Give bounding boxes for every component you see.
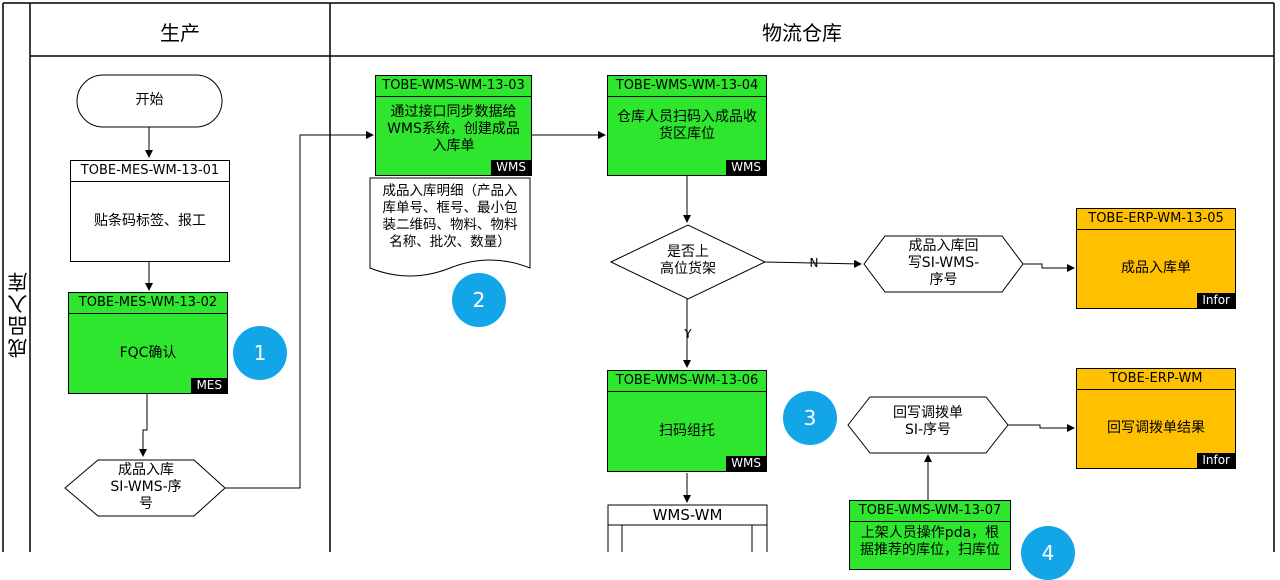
start-label: 开始 bbox=[135, 92, 164, 108]
process-code: TOBE-MES-WM-13-01 bbox=[71, 161, 229, 182]
process-text: 扫码组托 bbox=[659, 422, 715, 439]
step-marker-2: 2 bbox=[452, 273, 506, 327]
row-label: 成品入库 bbox=[7, 270, 31, 358]
si-transfer-label: 回写调拨单 SI-序号 bbox=[893, 405, 963, 438]
system-tag: WMS bbox=[726, 160, 766, 175]
decision-yes-label: Y bbox=[684, 327, 692, 341]
process-text: 通过接口同步数据给 WMS系统，创建成品 入库单 bbox=[387, 104, 520, 154]
process-code: TOBE-WMS-WM-13-06 bbox=[608, 371, 766, 392]
process-mes-01: TOBE-MES-WM-13-01 贴条码标签、报工 bbox=[70, 160, 230, 262]
process-code: TOBE-WMS-WM-13-04 bbox=[608, 76, 766, 97]
process-text: 上架人员操作pda，根 据推荐的库位，扫库位 bbox=[860, 525, 1000, 558]
process-wms-04: TOBE-WMS-WM-13-04 仓库人员扫码入成品收 货区库位 WMS bbox=[607, 75, 767, 176]
decision-label: 是否上 高位货架 bbox=[660, 244, 716, 277]
process-erp-wm: TOBE-ERP-WM 回写调拨单结果 Infor bbox=[1076, 368, 1236, 469]
process-code: TOBE-MES-WM-13-02 bbox=[69, 293, 227, 314]
step-marker-3: 3 bbox=[783, 391, 837, 445]
process-text: 贴条码标签、报工 bbox=[94, 212, 206, 229]
system-tag: Infor bbox=[1197, 293, 1235, 308]
process-text: 回写调拨单结果 bbox=[1107, 420, 1205, 436]
system-tag: WMS bbox=[491, 160, 531, 175]
wms-wm-label: WMS-WM bbox=[652, 506, 723, 524]
process-mes-02: TOBE-MES-WM-13-02 FQC确认 MES bbox=[68, 292, 228, 394]
process-code: TOBE-WMS-WM-13-07 bbox=[850, 501, 1010, 522]
system-tag: MES bbox=[191, 378, 227, 393]
process-code: TOBE-WMS-WM-13-03 bbox=[376, 76, 531, 97]
system-tag: Infor bbox=[1197, 453, 1235, 468]
diagram-canvas bbox=[2, 2, 1275, 552]
swimlane-frame bbox=[2, 2, 1275, 552]
lane-production: 生产 bbox=[160, 21, 200, 45]
system-tag: WMS bbox=[726, 456, 766, 471]
step-marker-4: 4 bbox=[1021, 526, 1075, 580]
process-code: TOBE-ERP-WM-13-05 bbox=[1077, 209, 1235, 230]
process-code: TOBE-ERP-WM bbox=[1077, 369, 1235, 390]
document-shape bbox=[369, 177, 531, 277]
process-text: FQC确认 bbox=[119, 344, 177, 361]
connectors bbox=[139, 127, 1075, 503]
step-marker-1: 1 bbox=[233, 326, 287, 380]
process-text: 成品入库单 bbox=[1121, 260, 1191, 276]
process-wms-07: TOBE-WMS-WM-13-07 上架人员操作pda，根 据推荐的库位，扫库位 bbox=[849, 500, 1011, 570]
process-wms-03: TOBE-WMS-WM-13-03 通过接口同步数据给 WMS系统，创建成品 入… bbox=[375, 75, 532, 176]
lane-logistics: 物流仓库 bbox=[762, 21, 842, 45]
decision-no-label: N bbox=[809, 256, 819, 270]
process-wms-06: TOBE-WMS-WM-13-06 扫码组托 WMS bbox=[607, 370, 767, 472]
wms-wm-box bbox=[607, 504, 768, 552]
si-wms-label: 成品入库 SI-WMS-序 号 bbox=[110, 462, 182, 512]
process-text: 仓库人员扫码入成品收 货区库位 bbox=[617, 108, 757, 142]
process-erp-05: TOBE-ERP-WM-13-05 成品入库单 Infor bbox=[1076, 208, 1236, 309]
document-text: 成品入库明细（产品入 库单号、框号、最小包 装二维码、物料、物料 名称、批次、数… bbox=[382, 183, 518, 250]
si-wms-back-label: 成品入库回 写SI-WMS- 序号 bbox=[907, 238, 980, 288]
